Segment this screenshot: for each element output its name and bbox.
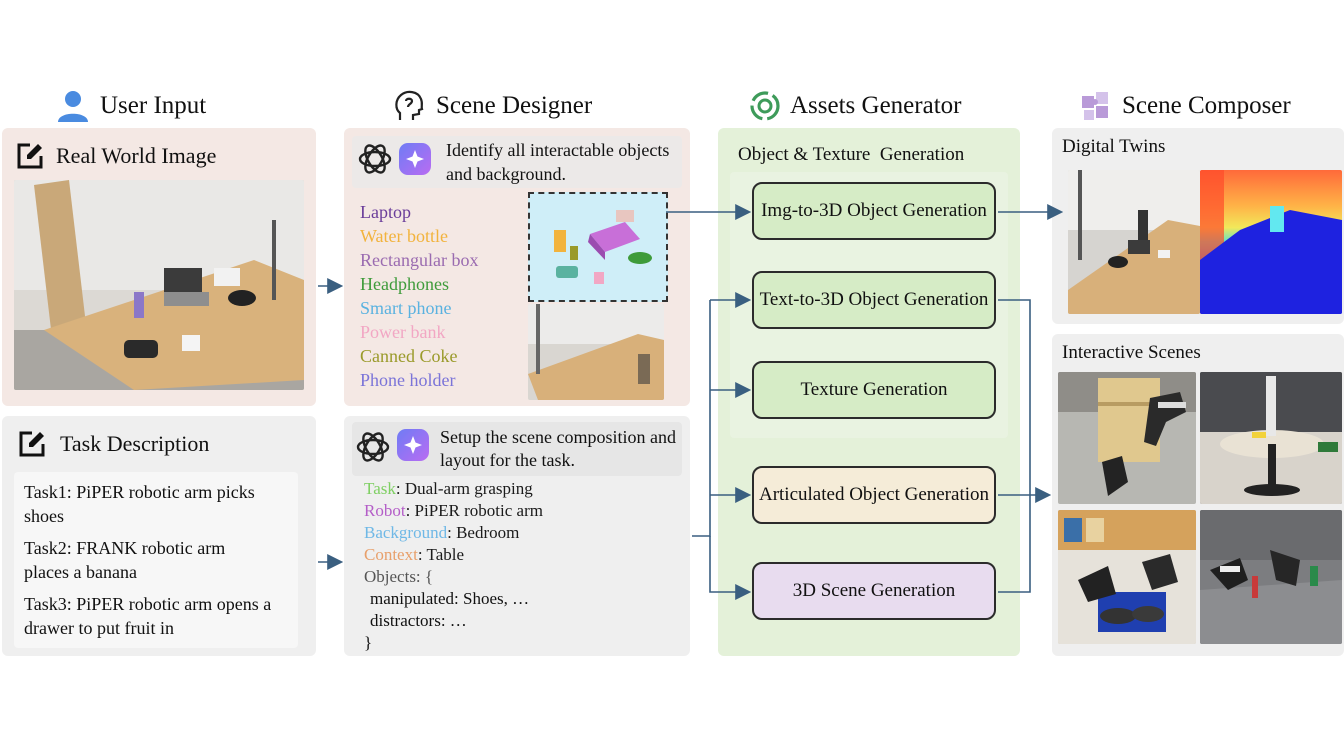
digital-twins-title: Digital Twins <box>1062 136 1166 157</box>
texture-generation-box: Texture Generation <box>752 361 996 419</box>
object-label: Phone holder <box>360 370 456 390</box>
scene-designer-title: Scene Designer <box>392 88 592 124</box>
head-brain-icon <box>392 89 426 123</box>
scene-photo-thumbnail <box>528 304 664 400</box>
scene-config: Task: Dual-arm grasping Robot: PiPER rob… <box>364 478 543 654</box>
ai-assistant-icon <box>398 142 432 181</box>
puzzle-icon <box>1080 90 1112 122</box>
layout-prompt: Setup the scene composition and layout f… <box>440 427 676 470</box>
config-key: Context <box>364 545 418 564</box>
object-label: Headphones <box>360 274 449 294</box>
assets-generator-title: Assets Generator <box>750 88 961 124</box>
config-value: : PiPER robotic arm <box>405 501 543 520</box>
identify-prompt: Identify all interactable objects and ba… <box>446 140 670 184</box>
interactive-scene-3 <box>1058 510 1196 644</box>
object-label: Power bank <box>360 322 446 342</box>
config-background: Background: Bedroom <box>364 522 543 544</box>
real-world-photo <box>14 180 304 390</box>
interactive-scene-4 <box>1200 510 1342 644</box>
articulated-object-box: Articulated Object Generation <box>752 466 996 524</box>
config-value: : Table <box>417 545 465 564</box>
3d-scene-generation-box: 3D Scene Generation <box>752 562 996 620</box>
config-key: Robot <box>364 501 406 520</box>
object-label: Water bottle <box>360 226 449 246</box>
real-world-image-panel: Real World Image <box>2 128 316 406</box>
segmented-objects-image <box>528 192 668 302</box>
config-key: Background <box>364 523 448 542</box>
config-distractors: distractors: … <box>370 611 467 630</box>
interactive-scene-1 <box>1058 372 1196 504</box>
config-value: : Bedroom <box>447 523 520 542</box>
user-input-title: User Input <box>56 88 206 124</box>
outputs-merge-line <box>998 299 1031 593</box>
interactive-scenes-title: Interactive Scenes <box>1062 342 1201 363</box>
object-list: Laptop Water bottle Rectangular box Head… <box>360 200 478 392</box>
real-world-image-header: Real World Image <box>16 142 216 170</box>
scene-designer-identify-panel: Identify all interactable objects and ba… <box>344 128 690 406</box>
digital-twin-depth-image <box>1200 170 1342 314</box>
task-item: Task1: PiPER robotic arm picks shoes <box>24 482 255 526</box>
interactive-scene-2 <box>1200 372 1342 504</box>
llm-logo-icon <box>356 140 394 183</box>
text-to-3d-box: Text-to-3D Object Generation <box>752 271 996 329</box>
scene-composer-title: Scene Composer <box>1080 88 1291 124</box>
task-description-panel: Task Description Task1: PiPER robotic ar… <box>2 416 316 656</box>
object-label: Laptop <box>360 202 411 222</box>
scene-designer-layout-panel: Setup the scene composition and layout f… <box>344 416 690 656</box>
object-texture-header: Object & Texture Generation <box>738 144 965 165</box>
user-icon <box>56 89 90 123</box>
object-label: Smart phone <box>360 298 452 318</box>
edit-icon <box>18 430 46 458</box>
object-label: Rectangular box <box>360 250 479 270</box>
task-item: Task2: FRANK robotic arm places a banana <box>24 538 226 582</box>
config-manipulated: manipulated: Shoes, … <box>370 589 530 608</box>
config-task: Task: Dual-arm grasping <box>364 478 543 500</box>
task-item: Task3: PiPER robotic arm opens a drawer … <box>24 594 272 638</box>
edit-icon <box>16 142 44 170</box>
task-description-header: Task Description <box>18 430 209 458</box>
arrow-to-3d-scene <box>709 536 752 600</box>
ai-assistant-icon <box>396 428 430 467</box>
config-context: Context: Table <box>364 544 543 566</box>
llm-logo-icon <box>354 428 392 471</box>
task-list: Task1: PiPER robotic arm picks shoes Tas… <box>14 472 298 648</box>
layout-branch-trunk <box>692 300 711 537</box>
digital-twin-rgb-image <box>1068 170 1200 314</box>
config-close: } <box>364 633 373 652</box>
config-objects: Objects: { <box>364 567 434 586</box>
img-to-3d-box: Img-to-3D Object Generation <box>752 182 996 240</box>
config-key: Task <box>364 479 396 498</box>
config-value: : Dual-arm grasping <box>395 479 533 498</box>
gear-cycle-icon <box>750 91 780 121</box>
object-label: Canned Coke <box>360 346 458 366</box>
config-robot: Robot: PiPER robotic arm <box>364 500 543 522</box>
